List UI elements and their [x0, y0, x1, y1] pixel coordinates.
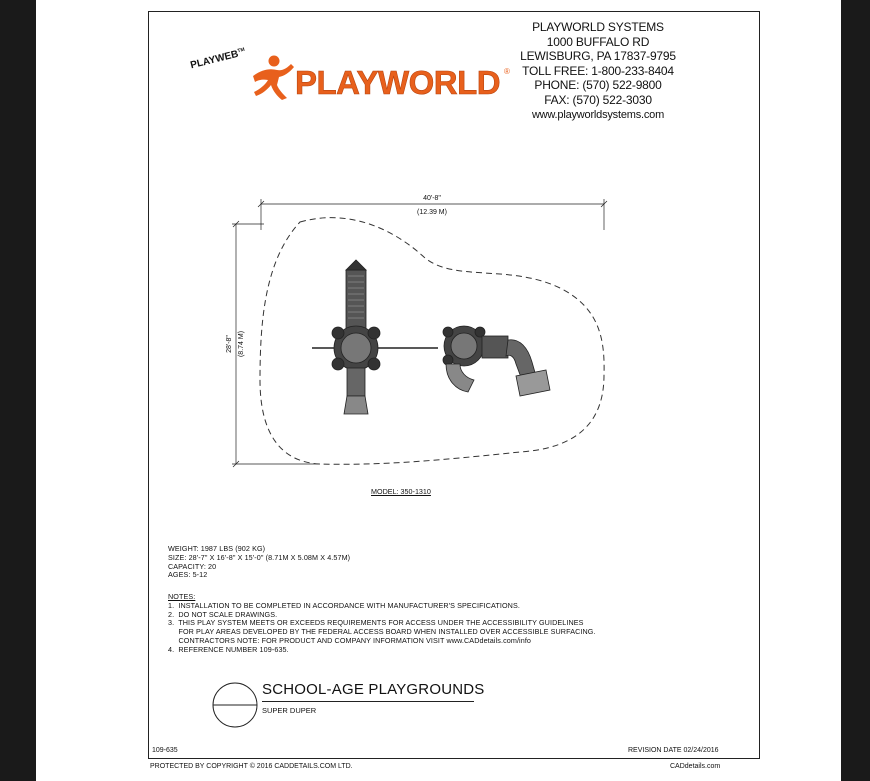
jumping-figure-icon: [253, 55, 294, 100]
company-address-block: PLAYWORLD SYSTEMS 1000 BUFFALO RD LEWISB…: [492, 20, 704, 122]
height-dimension-metric: (8.74 M): [238, 331, 245, 357]
height-dimension: [232, 220, 320, 468]
notes-title: NOTES:: [168, 592, 196, 601]
site-plan-drawing: 40'-8" (12.39 M) 28'-8" (8.74 M): [226, 195, 608, 468]
play-structure-deck: [442, 325, 551, 397]
title-block-symbol: [212, 682, 258, 728]
company-phone: PHONE: (570) 522-9800: [534, 78, 662, 93]
company-name: PLAYWORLD SYSTEMS: [532, 20, 664, 34]
note-item: 2. DO NOT SCALE DRAWINGS.: [168, 609, 278, 619]
company-city: LEWISBURG, PA 17837-9795: [520, 49, 676, 64]
left-margin: [0, 0, 36, 781]
spec-capacity: CAPACITY: 20: [168, 561, 217, 571]
note-item: 1. INSTALLATION TO BE COMPLETED IN ACCOR…: [168, 600, 520, 610]
width-dimension: [257, 199, 608, 230]
spec-weight: WEIGHT: 1987 LBS (902 KG): [168, 544, 266, 553]
title-underline: [262, 701, 474, 702]
play-structure-tower: [312, 259, 438, 415]
copyright-notice: PROTECTED BY COPYRIGHT © 2016 CADDETAILS…: [150, 763, 353, 770]
revision-date: REVISION DATE 02/24/2016: [628, 747, 719, 754]
company-website: www.playworldsystems.com: [531, 108, 665, 121]
note-item: 3. THIS PLAY SYSTEM MEETS OR EXCEEDS REQ…: [168, 618, 584, 628]
sheet-subtitle: SUPER DUPER: [262, 706, 317, 715]
company-fax: FAX: (570) 522-3030: [544, 92, 652, 107]
width-dimension-metric: (12.39 M): [417, 209, 447, 216]
height-dimension-label: 28'-8": [226, 335, 233, 353]
spec-size: SIZE: 28'-7" X 16'-8" X 15'-0" (8.71M X …: [168, 552, 351, 562]
playworld-logo: PLAYWORLD ®: [253, 55, 510, 101]
right-margin: [841, 0, 870, 781]
drawing-sheet: [36, 0, 841, 781]
specifications: WEIGHT: 1987 LBS (902 KG) SIZE: 28'-7" X…: [168, 544, 351, 580]
sheet-title: SCHOOL-AGE PLAYGROUNDS: [262, 681, 485, 698]
reference-number: 109-635: [152, 747, 178, 754]
company-toll-free: TOLL FREE: 1-800-233-8404: [522, 63, 674, 78]
width-dimension-label: 40'-8": [423, 195, 441, 202]
company-street: 1000 BUFFALO RD: [546, 34, 650, 49]
drawing-border: [148, 11, 760, 759]
spec-ages: AGES: 5-12: [168, 570, 208, 580]
note-item: CONTRACTORS NOTE: FOR PRODUCT AND COMPAN…: [168, 635, 532, 645]
playworld-wordmark: PLAYWORLD: [295, 64, 500, 101]
use-zone-boundary: [259, 217, 605, 465]
model-number: MODEL: 350-1310: [371, 487, 431, 496]
site-link: CADdetails.com: [670, 763, 721, 770]
notes-section: NOTES: 1. INSTALLATION TO BE COMPLETED I…: [168, 592, 596, 655]
note-item: 4. REFERENCE NUMBER 109-635.: [168, 644, 289, 654]
svg-text:®: ®: [504, 67, 510, 76]
note-item: FOR PLAY AREAS DEVELOPED BY THE FEDERAL …: [168, 627, 596, 637]
